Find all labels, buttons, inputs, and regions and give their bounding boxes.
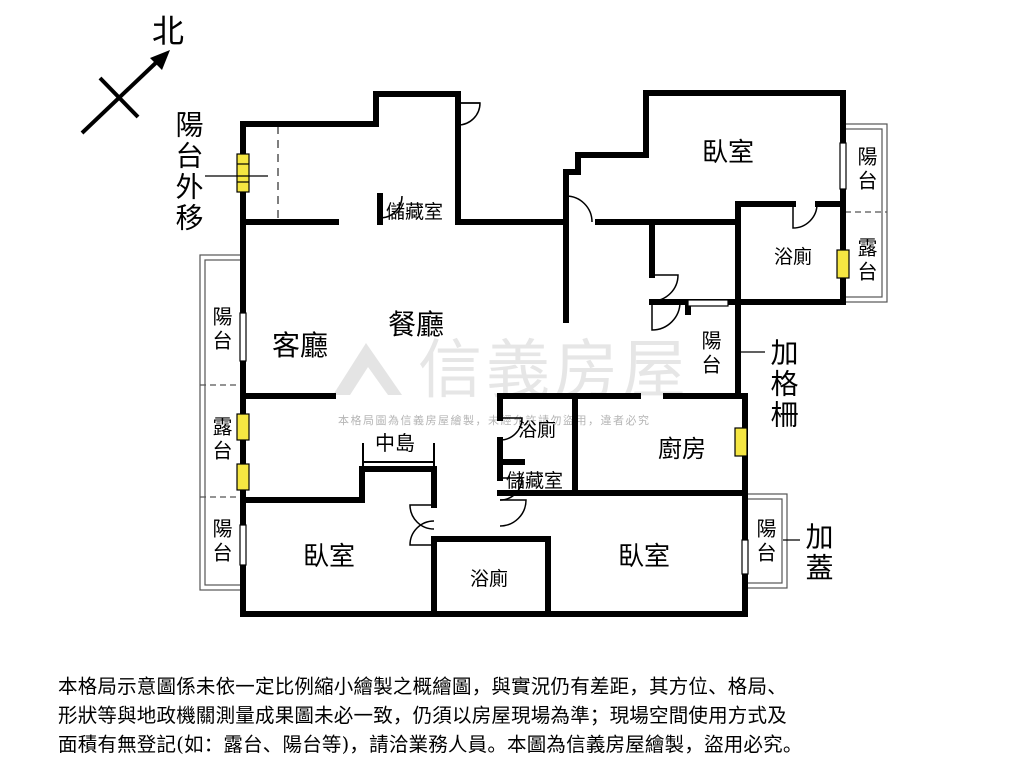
balcony-kitchen-side: 陽台	[698, 330, 722, 378]
room-bedroom-right: 臥室	[618, 542, 670, 572]
disclaimer-line: 形狀等與地政機關測量成果圖未必一致，仍須以房屋現場為準；現場空間使用方式及	[58, 704, 787, 727]
room-kitchen: 廚房	[658, 435, 706, 463]
balcony-left-upper: 陽台	[209, 306, 233, 354]
room-dining: 餐廳	[388, 308, 444, 341]
annotation-leaders	[205, 175, 800, 541]
compass-north-label: 北	[152, 12, 184, 50]
balcony-left-terrace: 露台	[209, 416, 233, 464]
doors	[379, 102, 818, 546]
disclaimer-line: 本格局示意圖係未依一定比例縮小繪製之概繪圖，與實況仍有差距，其方位、格局、	[58, 675, 787, 698]
room-storage-top: 儲藏室	[386, 201, 443, 223]
room-bedroom-left: 臥室	[303, 542, 355, 572]
note-added-grille: 加格柵	[767, 338, 800, 431]
watermark-caption: 本格局圖為信義房屋繪製，未經允許請勿盜用，違者必究	[338, 413, 651, 427]
balcony-right-terrace: 露台	[854, 237, 878, 285]
room-bedroom-master: 臥室	[702, 138, 754, 168]
floor-plan: 北 信義房屋 本格局圖為信義房屋繪製，未經允許請勿盜用，違者必究	[80, 12, 888, 617]
room-island: 中島	[375, 431, 415, 455]
sliding-doors	[239, 142, 847, 575]
balcony-right-top: 陽台	[854, 146, 878, 194]
disclaimer: 本格局示意圖係未依一定比例縮小繪製之概繪圖，與實況仍有差距，其方位、格局、 形狀…	[58, 672, 978, 759]
disclaimer-line: 面積有無登記(如：露台、陽台等)，請洽業務人員。本圖為信義房屋繪製，盜用必究。	[58, 733, 803, 756]
north-compass-icon	[80, 50, 170, 135]
window-markers	[236, 153, 850, 491]
room-storage-center: 儲藏室	[506, 470, 563, 492]
room-bath-center: 浴廁	[518, 418, 556, 441]
note-added-roof: 加蓋	[802, 522, 835, 584]
balcony-left-lower: 陽台	[209, 518, 233, 566]
walls	[240, 90, 846, 617]
room-bath-master: 浴廁	[774, 245, 812, 268]
room-living: 客廳	[272, 329, 328, 362]
balcony-right-bottom: 陽台	[753, 518, 777, 566]
room-bath-bottom: 浴廁	[470, 567, 508, 590]
note-balcony-moved-out: 陽台外移	[172, 110, 205, 234]
